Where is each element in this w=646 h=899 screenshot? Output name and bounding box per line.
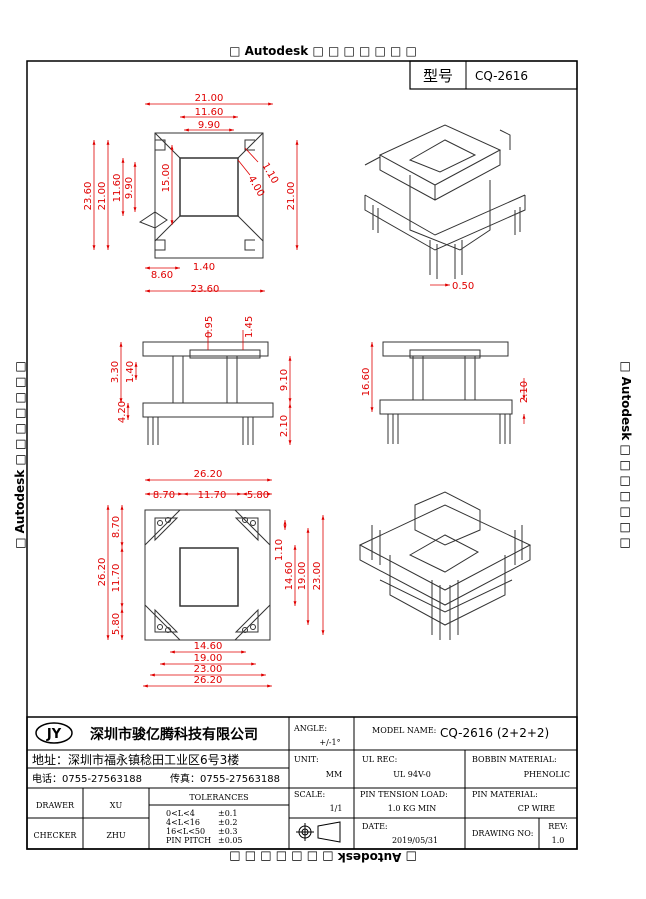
company-name: 深圳市骏亿腾科技有限公司: [90, 726, 258, 743]
top-view-dims: [92, 102, 299, 293]
dim-bot-l3: 11.70: [111, 564, 122, 593]
company-logo: [35, 722, 73, 744]
dim-bot-t1: 26.20: [194, 469, 223, 480]
pin-tension-value: 1.0 KG MIN: [388, 804, 437, 813]
model-name-label: MODEL NAME:: [372, 726, 436, 735]
tol-range-1: 4<L<16: [166, 818, 200, 827]
dim-bot-b4: 26.20: [194, 675, 223, 686]
dim-bot-l1: 26.20: [97, 558, 108, 587]
model-box-label: 型号: [423, 67, 453, 85]
watermark-top: □ Autodesk □ □ □ □ □ □ □: [229, 44, 417, 58]
dim-top-h3: 11.60: [112, 174, 123, 203]
drawing-no-label: DRAWING NO:: [472, 829, 533, 838]
date-label: DATE:: [362, 822, 388, 831]
company-phone: 电话：0755-27563188: [32, 772, 142, 785]
date-value: 2019/05/31: [392, 836, 438, 845]
dim-bot-b3: 23.00: [194, 664, 223, 675]
model-box: 型号 CQ-2616: [409, 60, 578, 90]
company-address: 地址：深圳市福永镇稔田工业区6号3楼: [32, 752, 239, 767]
bottom-center-window: [179, 547, 239, 607]
pin-material-value: CP WIRE: [518, 804, 555, 813]
top-view: [138, 132, 264, 259]
rev-value: 1.0: [552, 836, 565, 845]
dim-side-a: 0.95: [204, 316, 215, 338]
dim-top-w1: 21.00: [195, 93, 224, 104]
side-view: [142, 341, 274, 445]
side2-dims: [370, 342, 526, 424]
pin-material-label: PIN MATERIAL:: [472, 790, 538, 799]
dim-bot-r4: 23.00: [312, 562, 323, 591]
dim-top-w2: 11.60: [195, 107, 224, 118]
bottom-view-dims: [106, 478, 325, 688]
tol-value-3: ±0.05: [218, 836, 243, 845]
dim-bot-b2: 19.00: [194, 653, 223, 664]
model-box-value: CQ-2616: [475, 69, 528, 83]
angle-label: ANGLE:: [293, 724, 327, 733]
side-view-dims: [119, 330, 292, 445]
dim-side-e: 4.20: [117, 401, 128, 423]
dim-side-c: 3.30: [110, 361, 121, 383]
bobbin-value: PHENOLIC: [524, 770, 570, 779]
title-block-text: JY 深圳市骏亿腾科技有限公司 地址：深圳市福永镇稔田工业区6号3楼 电话：07…: [32, 722, 570, 845]
ul-rec-value: UL 94V-0: [393, 770, 431, 779]
side-view-2: [379, 341, 513, 444]
dim-top-b3: 23.60: [191, 284, 220, 295]
dim-side2-b: 2.10: [519, 381, 530, 403]
tol-range-3: PIN PITCH: [166, 836, 211, 845]
rev-label: REV:: [548, 822, 568, 831]
dim-top-h1: 23.60: [83, 182, 94, 211]
scale-value: 1/1: [330, 804, 343, 813]
dim-top-h2: 21.00: [97, 182, 108, 211]
company-fax: 传真：0755-27563188: [170, 772, 280, 785]
dim-bot-r1: 1.10: [274, 539, 285, 561]
dim-side-f: 9.10: [279, 369, 290, 391]
dim-top-h5: 15.00: [161, 164, 172, 193]
model-name-value: CQ-2616 (2+2+2): [440, 726, 549, 740]
tolerances-label: TOLERANCES: [189, 793, 248, 802]
iso-view-top: [364, 124, 526, 279]
dim-top-b2: 1.40: [193, 262, 215, 273]
iso-view-bottom: [358, 491, 532, 640]
company-logo-text: JY: [46, 727, 62, 742]
tol-range-2: 16<L<50: [166, 827, 205, 836]
dim-side-b: 1.45: [244, 316, 255, 338]
dim-bot-l4: 5.80: [111, 613, 122, 635]
dim-side-d: 1.40: [125, 361, 136, 383]
tol-range-0: 0<L<4: [166, 809, 195, 818]
checker-label: CHECKER: [34, 831, 78, 840]
angle-value: +/-1°: [319, 738, 340, 747]
bottom-view: [144, 509, 271, 641]
tol-value-2: ±0.3: [218, 827, 237, 836]
pin-tension-label: PIN TENSION LOAD:: [360, 790, 448, 799]
dim-side2-a: 16.60: [361, 368, 372, 397]
dim-bot-t4: 5.80: [247, 490, 269, 501]
dim-top-h4: 9.90: [124, 177, 135, 199]
drawer-value: XU: [110, 801, 123, 810]
unit-label: UNIT:: [294, 755, 319, 764]
center-window: [179, 157, 239, 217]
dim-bot-t3: 11.70: [198, 490, 227, 501]
unit-value: MM: [326, 770, 342, 779]
dim-top-w3: 9.90: [198, 120, 220, 131]
dim-bot-t2: 8.70: [153, 490, 175, 501]
dim-bot-l2: 8.70: [111, 516, 122, 538]
bobbin-label: BOBBIN MATERIAL:: [472, 755, 557, 764]
dim-top-b1: 8.60: [151, 270, 173, 281]
scale-label: SCALE:: [294, 790, 325, 799]
checker-value: ZHU: [106, 831, 126, 840]
drawer-label: DRAWER: [36, 801, 75, 810]
dim-iso-d1: 0.50: [452, 281, 474, 292]
title-block: [26, 716, 578, 850]
dim-top-r1: 21.00: [286, 182, 297, 211]
dim-side-g: 2.10: [279, 415, 290, 437]
ul-rec-label: UL REC:: [362, 755, 397, 764]
dim-bot-r2: 14.60: [284, 562, 295, 591]
projection-symbol-icon: [296, 821, 341, 843]
tol-value-1: ±0.2: [218, 818, 237, 827]
tol-value-0: ±0.1: [218, 809, 237, 818]
dim-bot-r3: 19.00: [297, 562, 308, 591]
dim-bot-b1: 14.60: [194, 641, 223, 652]
